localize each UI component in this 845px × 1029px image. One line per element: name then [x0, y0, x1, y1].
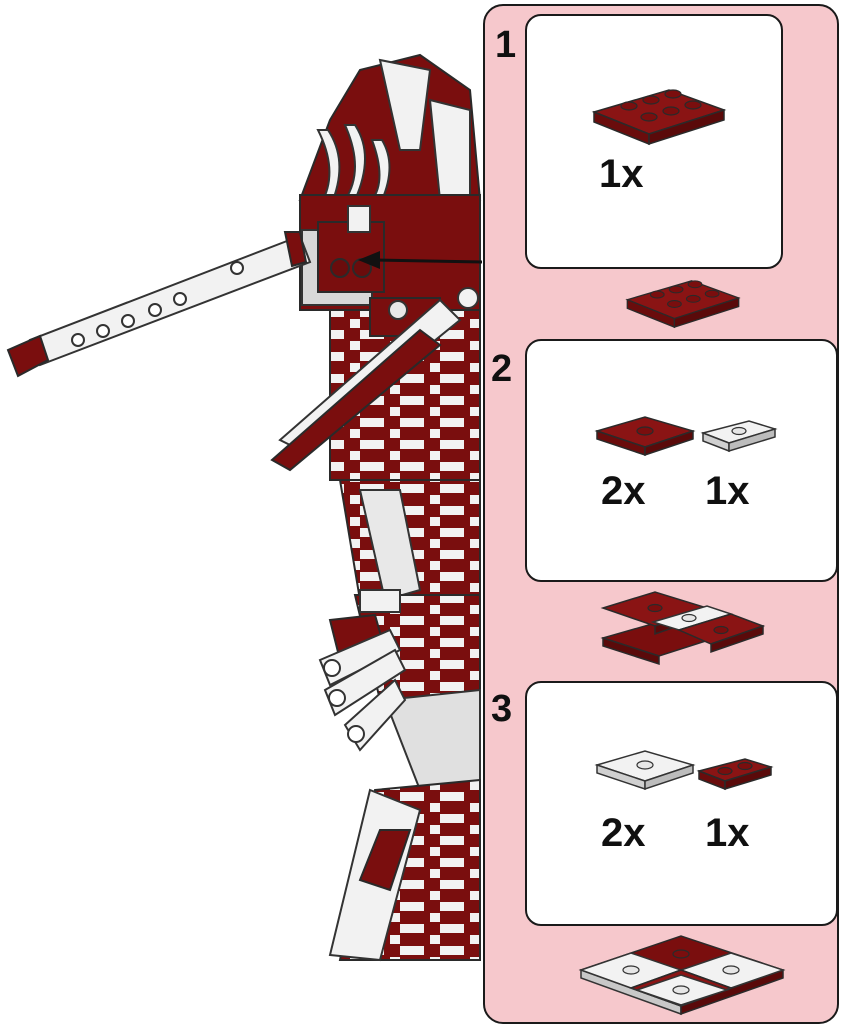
- instruction-panel: 1 1x 2: [483, 4, 839, 1024]
- step-3-result-icon: [578, 935, 786, 1016]
- assembly-arrow: [358, 251, 483, 269]
- step-1-number: 1: [495, 24, 517, 66]
- step-1-part-1-quantity: 1x: [599, 152, 644, 196]
- figure-head: [298, 53, 482, 337]
- step-3-part-1-quantity: 2x: [601, 811, 646, 855]
- figure-legs: [318, 589, 481, 962]
- step-2-part-1-quantity: 2x: [601, 469, 646, 513]
- step-3-parts-callout: 2x 1x: [525, 681, 838, 926]
- step-1-result-icon: [625, 280, 741, 329]
- step-2-number: 2: [491, 348, 513, 390]
- step-2-result-icon: [600, 591, 766, 666]
- step-3-number: 3: [491, 688, 513, 730]
- step-3-part-2-quantity: 1x: [705, 811, 750, 855]
- dark-red-plate-2x3-icon: [591, 89, 727, 146]
- step-2-parts-callout: 2x 1x: [525, 339, 838, 582]
- step-1-parts-callout: 1x: [525, 14, 783, 269]
- figure-torso: [329, 299, 481, 622]
- step-2-part-2-quantity: 1x: [705, 469, 750, 513]
- figure-staff: [6, 231, 312, 378]
- dark-red-plate-1x2-icon: [696, 758, 774, 791]
- white-tile-2x2-icon: [594, 750, 696, 791]
- dark-red-tile-2x2-icon: [594, 416, 696, 457]
- figure-arm: [270, 287, 479, 472]
- white-jumper-plate-icon: [700, 420, 778, 453]
